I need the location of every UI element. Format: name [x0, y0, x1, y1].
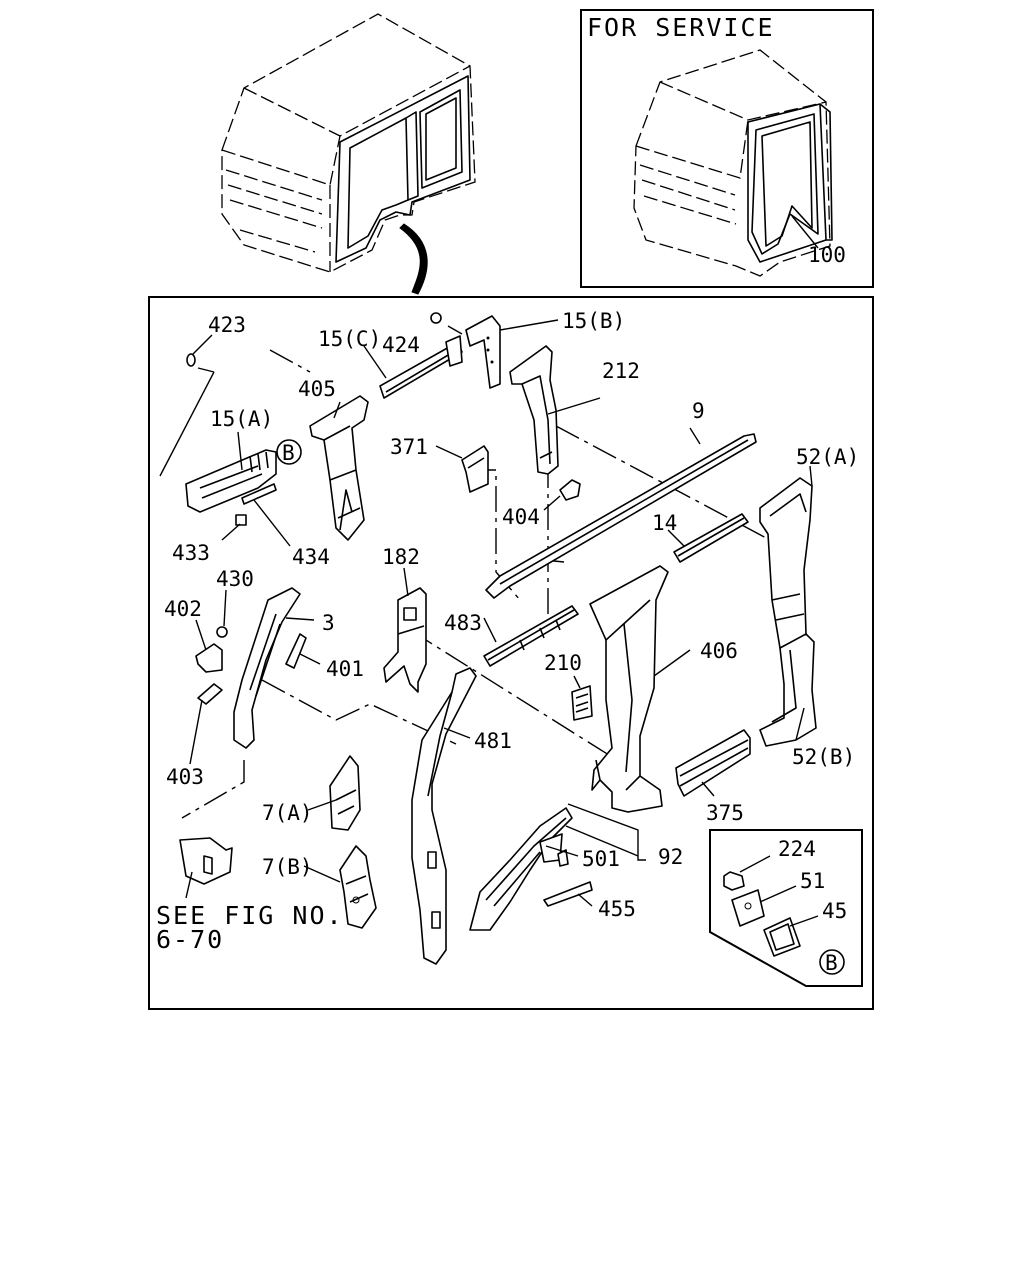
part-182 — [383, 587, 427, 693]
label-52a[interactable]: 52(A) — [796, 445, 859, 469]
label-182[interactable]: 182 — [382, 545, 420, 569]
label-434[interactable]: 434 — [292, 545, 330, 569]
label-405[interactable]: 405 — [298, 377, 336, 401]
label-15b[interactable]: 15(B) — [562, 309, 625, 333]
leader-lines — [185, 319, 819, 927]
callout-arrow — [399, 223, 428, 295]
part-52a — [759, 477, 813, 649]
part-52b — [759, 633, 817, 747]
inset-panel — [709, 829, 863, 987]
cab-overview-illustration — [221, 13, 476, 295]
callout-b-main-label: B — [282, 441, 295, 465]
part-455 — [543, 881, 593, 907]
label-406[interactable]: 406 — [700, 639, 738, 663]
label-455[interactable]: 455 — [598, 897, 636, 921]
part-406 — [589, 565, 669, 813]
see-fig-line2[interactable]: 6-70 — [156, 925, 224, 954]
label-424[interactable]: 424 — [382, 333, 420, 357]
label-15a[interactable]: 15(A) — [210, 407, 273, 431]
part-481 — [411, 667, 477, 965]
see-figure-note: SEE FIG NO. 6-70 — [156, 901, 344, 954]
part-404 — [559, 479, 581, 501]
part-402 — [195, 643, 223, 673]
label-7a[interactable]: 7(A) — [262, 801, 313, 825]
part-210 — [571, 685, 593, 721]
part-15b — [465, 315, 501, 389]
label-430[interactable]: 430 — [216, 567, 254, 591]
label-483[interactable]: 483 — [444, 611, 482, 635]
part-403 — [197, 683, 223, 705]
part-labels: 423 15(C) 424 15(B) 212 405 15(A) 371 9 … — [164, 309, 859, 923]
part-92 — [469, 807, 573, 931]
label-92[interactable]: 92 — [658, 845, 683, 869]
part-15a — [185, 449, 277, 526]
label-481[interactable]: 481 — [474, 729, 512, 753]
label-375[interactable]: 375 — [706, 801, 744, 825]
part-424 — [430, 312, 442, 324]
label-9[interactable]: 9 — [692, 399, 705, 423]
part-212 — [509, 345, 559, 475]
part-3 — [233, 587, 301, 749]
for-service-box: FOR SERVICE 100 — [580, 9, 874, 288]
part-371 — [461, 445, 489, 493]
label-371[interactable]: 371 — [390, 435, 428, 459]
label-7b[interactable]: 7(B) — [262, 855, 313, 879]
label-212[interactable]: 212 — [602, 359, 640, 383]
main-diagram-frame — [148, 296, 874, 1010]
label-404[interactable]: 404 — [502, 505, 540, 529]
part-fig-6-70 — [179, 837, 233, 885]
label-403[interactable]: 403 — [166, 765, 204, 789]
label-52b[interactable]: 52(B) — [792, 745, 855, 769]
label-15c[interactable]: 15(C) — [318, 327, 381, 351]
label-210[interactable]: 210 — [544, 651, 582, 675]
for-service-title: FOR SERVICE — [587, 13, 775, 42]
label-501[interactable]: 501 — [582, 847, 620, 871]
part-7a — [329, 755, 361, 831]
label-402[interactable]: 402 — [164, 597, 202, 621]
part-7b — [339, 845, 377, 929]
part-405 — [309, 395, 369, 541]
callout-b-main: B — [276, 439, 302, 465]
callout-b-inset-label: B — [825, 951, 838, 975]
part-375 — [675, 729, 751, 797]
part-430 — [216, 626, 228, 638]
see-fig-line1[interactable]: SEE FIG NO. — [156, 901, 344, 930]
label-433[interactable]: 433 — [172, 541, 210, 565]
part-15c — [379, 335, 463, 399]
part-9 — [485, 433, 757, 599]
label-100[interactable]: 100 — [808, 243, 846, 267]
label-45[interactable]: 45 — [822, 899, 847, 923]
label-224[interactable]: 224 — [778, 837, 816, 861]
label-401[interactable]: 401 — [326, 657, 364, 681]
part-401 — [285, 633, 307, 669]
label-423[interactable]: 423 — [208, 313, 246, 337]
label-51[interactable]: 51 — [800, 869, 825, 893]
part-14 — [673, 513, 749, 563]
part-483 — [483, 605, 579, 667]
part-423 — [186, 353, 196, 367]
label-3[interactable]: 3 — [322, 611, 335, 635]
callout-b-inset: B — [819, 949, 845, 975]
label-14[interactable]: 14 — [652, 511, 677, 535]
